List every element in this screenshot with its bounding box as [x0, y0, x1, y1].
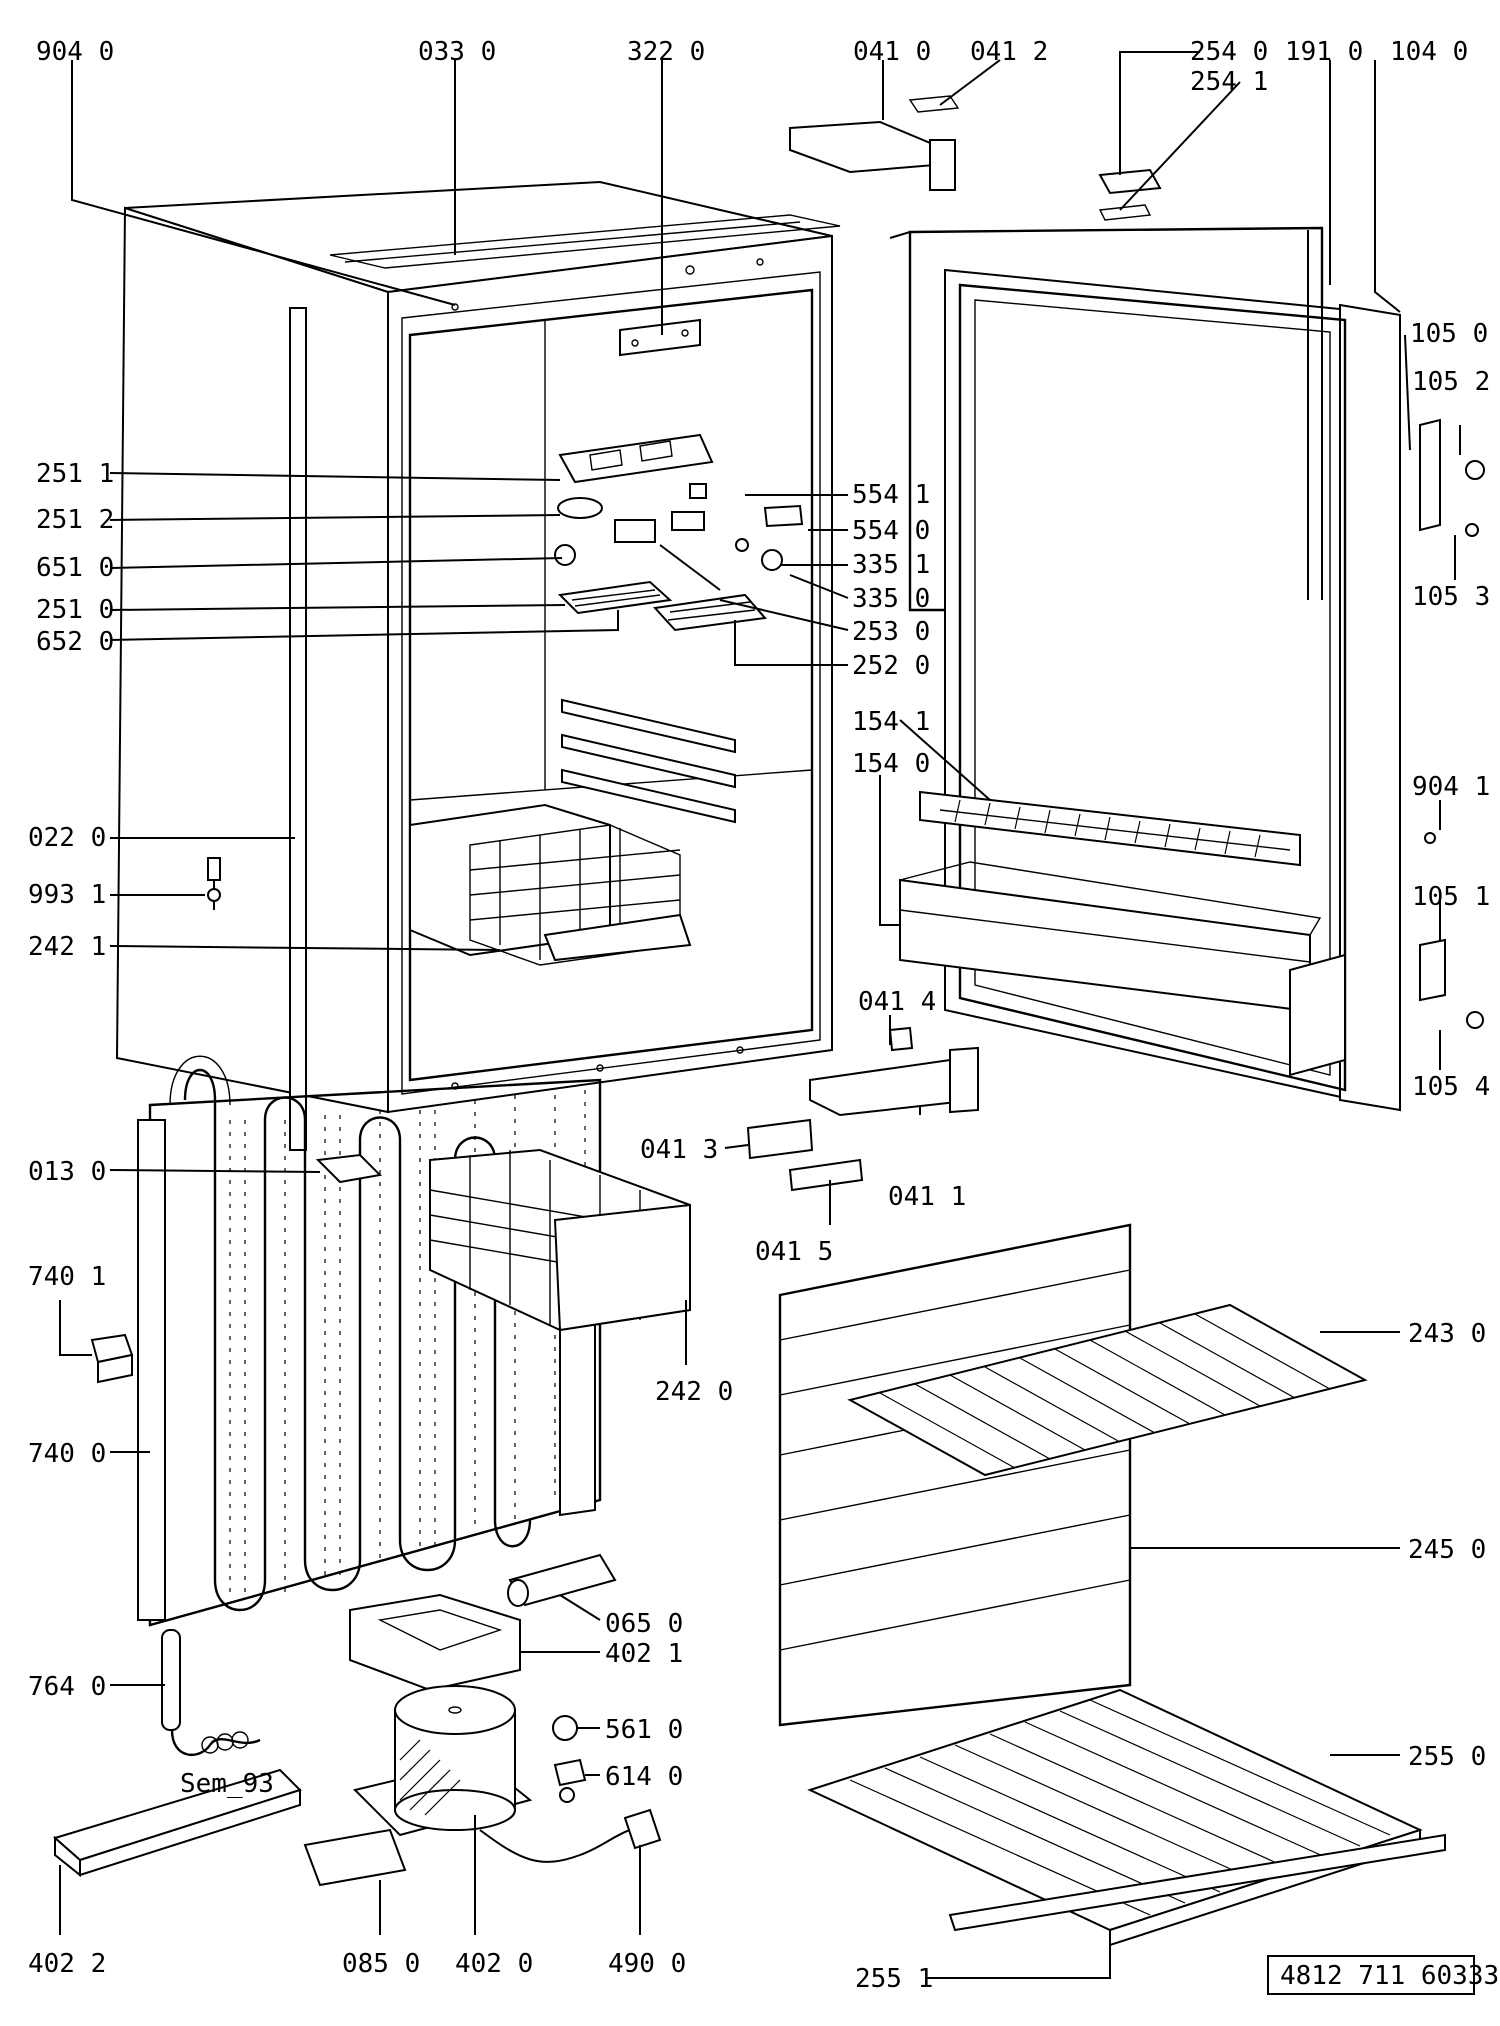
reference-number: 4812 711 60333	[1280, 1961, 1499, 1991]
door-stop-lower	[1419, 832, 1484, 1029]
hinge-cover	[746, 1118, 814, 1160]
label-0650: 065 0	[605, 1609, 683, 1639]
part-labels: 904 0 033 0 322 0 041 0 041 2 254 0 254 …	[28, 37, 1490, 1994]
label-6520: 652 0	[36, 627, 114, 657]
label-2551: 255 1	[855, 1964, 933, 1994]
label-1053: 105 3	[1412, 582, 1490, 612]
label-2430: 243 0	[1408, 1319, 1486, 1349]
label-0850: 085 0	[342, 1949, 420, 1979]
label-2550: 255 0	[1408, 1742, 1486, 1772]
label-7640: 764 0	[28, 1672, 106, 1702]
clip	[315, 1153, 383, 1184]
label-1540: 154 0	[852, 749, 930, 779]
mounting-bracket	[52, 1768, 302, 1878]
compressor-hatching	[399, 1739, 461, 1816]
bottom-hinge	[809, 1046, 979, 1117]
label-5540: 554 0	[852, 516, 930, 546]
label-2541: 254 1	[1190, 67, 1268, 97]
handle-cover	[1098, 168, 1162, 221]
compressor-tray	[349, 1593, 521, 1692]
cabinet	[115, 180, 841, 1151]
wire-shelf	[847, 1303, 1368, 1477]
label-date-code: Sem_93	[180, 1769, 274, 1799]
label-3351: 335 1	[852, 550, 930, 580]
compressor	[353, 1685, 533, 1837]
label-1040: 104 0	[1390, 37, 1468, 67]
label-7400: 740 0	[28, 1439, 106, 1469]
label-0130: 013 0	[28, 1157, 106, 1187]
label-2511: 251 1	[36, 459, 114, 489]
mains-cable	[479, 1808, 662, 1863]
condenser-fins	[229, 1090, 586, 1600]
freezer-basket	[429, 1148, 691, 1332]
condenser	[137, 1055, 602, 1627]
label-1054: 105 4	[1412, 1072, 1490, 1102]
door-shelf-rails	[954, 799, 1261, 858]
door	[889, 226, 1401, 1112]
relay	[553, 1758, 587, 1803]
label-1541: 154 1	[852, 707, 930, 737]
label-4020: 402 0	[455, 1949, 533, 1979]
wire-shelf-bars	[879, 1313, 1331, 1469]
label-4022: 402 2	[28, 1949, 106, 1979]
label-9931: 993 1	[28, 880, 106, 910]
label-2420: 242 0	[655, 1377, 733, 1407]
top-hinge	[789, 95, 960, 191]
label-0411: 041 1	[888, 1182, 966, 1212]
label-1052: 105 2	[1412, 367, 1490, 397]
label-0415: 041 5	[755, 1237, 833, 1267]
hinge-pin-block	[888, 1026, 914, 1052]
crisper-cover-slats	[849, 1699, 1391, 1916]
freezer-compartment-inner	[409, 803, 692, 966]
label-3350: 335 0	[852, 584, 930, 614]
glass-cover-panel	[778, 1223, 1132, 1727]
label-4900: 490 0	[608, 1949, 686, 1979]
label-1050: 105 0	[1410, 319, 1488, 349]
label-2530: 253 0	[852, 617, 930, 647]
label-4021: 402 1	[605, 1639, 683, 1669]
label-2450: 245 0	[1408, 1535, 1486, 1565]
label-0410: 041 0	[853, 37, 931, 67]
label-9040: 904 0	[36, 37, 114, 67]
label-2510: 251 0	[36, 595, 114, 625]
clip-block	[90, 1333, 134, 1384]
foot	[303, 1828, 407, 1887]
label-2512: 251 2	[36, 505, 114, 535]
label-2520: 252 0	[852, 651, 930, 681]
crisper-cover-strip	[948, 1833, 1446, 1932]
label-0220: 022 0	[28, 823, 106, 853]
capillary-part	[207, 857, 221, 910]
reference-number-box: 4812 711 60333	[1267, 1955, 1499, 1995]
label-2421: 242 1	[28, 932, 106, 962]
label-0413: 041 3	[640, 1135, 718, 1165]
label-1051: 105 1	[1412, 882, 1490, 912]
label-0412: 041 2	[970, 37, 1048, 67]
label-0414: 041 4	[858, 987, 936, 1017]
leader-lines	[59, 51, 1461, 1979]
door-stop-upper	[1419, 418, 1485, 537]
overload-protector	[552, 1715, 578, 1741]
label-7401: 740 1	[28, 1262, 106, 1292]
hinge-plate-top	[619, 318, 701, 357]
label-2540: 254 0	[1190, 37, 1268, 67]
label-5610: 561 0	[605, 1715, 683, 1745]
label-9041: 904 1	[1412, 772, 1490, 802]
drier-filter	[161, 1629, 261, 1756]
label-3220: 322 0	[627, 37, 705, 67]
label-6510: 651 0	[36, 553, 114, 583]
label-6140: 614 0	[605, 1762, 683, 1792]
label-5541: 554 1	[852, 480, 930, 510]
insulation-pipe	[507, 1553, 617, 1607]
crisper-cover	[807, 1688, 1423, 1947]
hinge-spacer	[788, 1158, 864, 1192]
label-0330: 033 0	[418, 37, 496, 67]
label-1910: 191 0	[1285, 37, 1363, 67]
